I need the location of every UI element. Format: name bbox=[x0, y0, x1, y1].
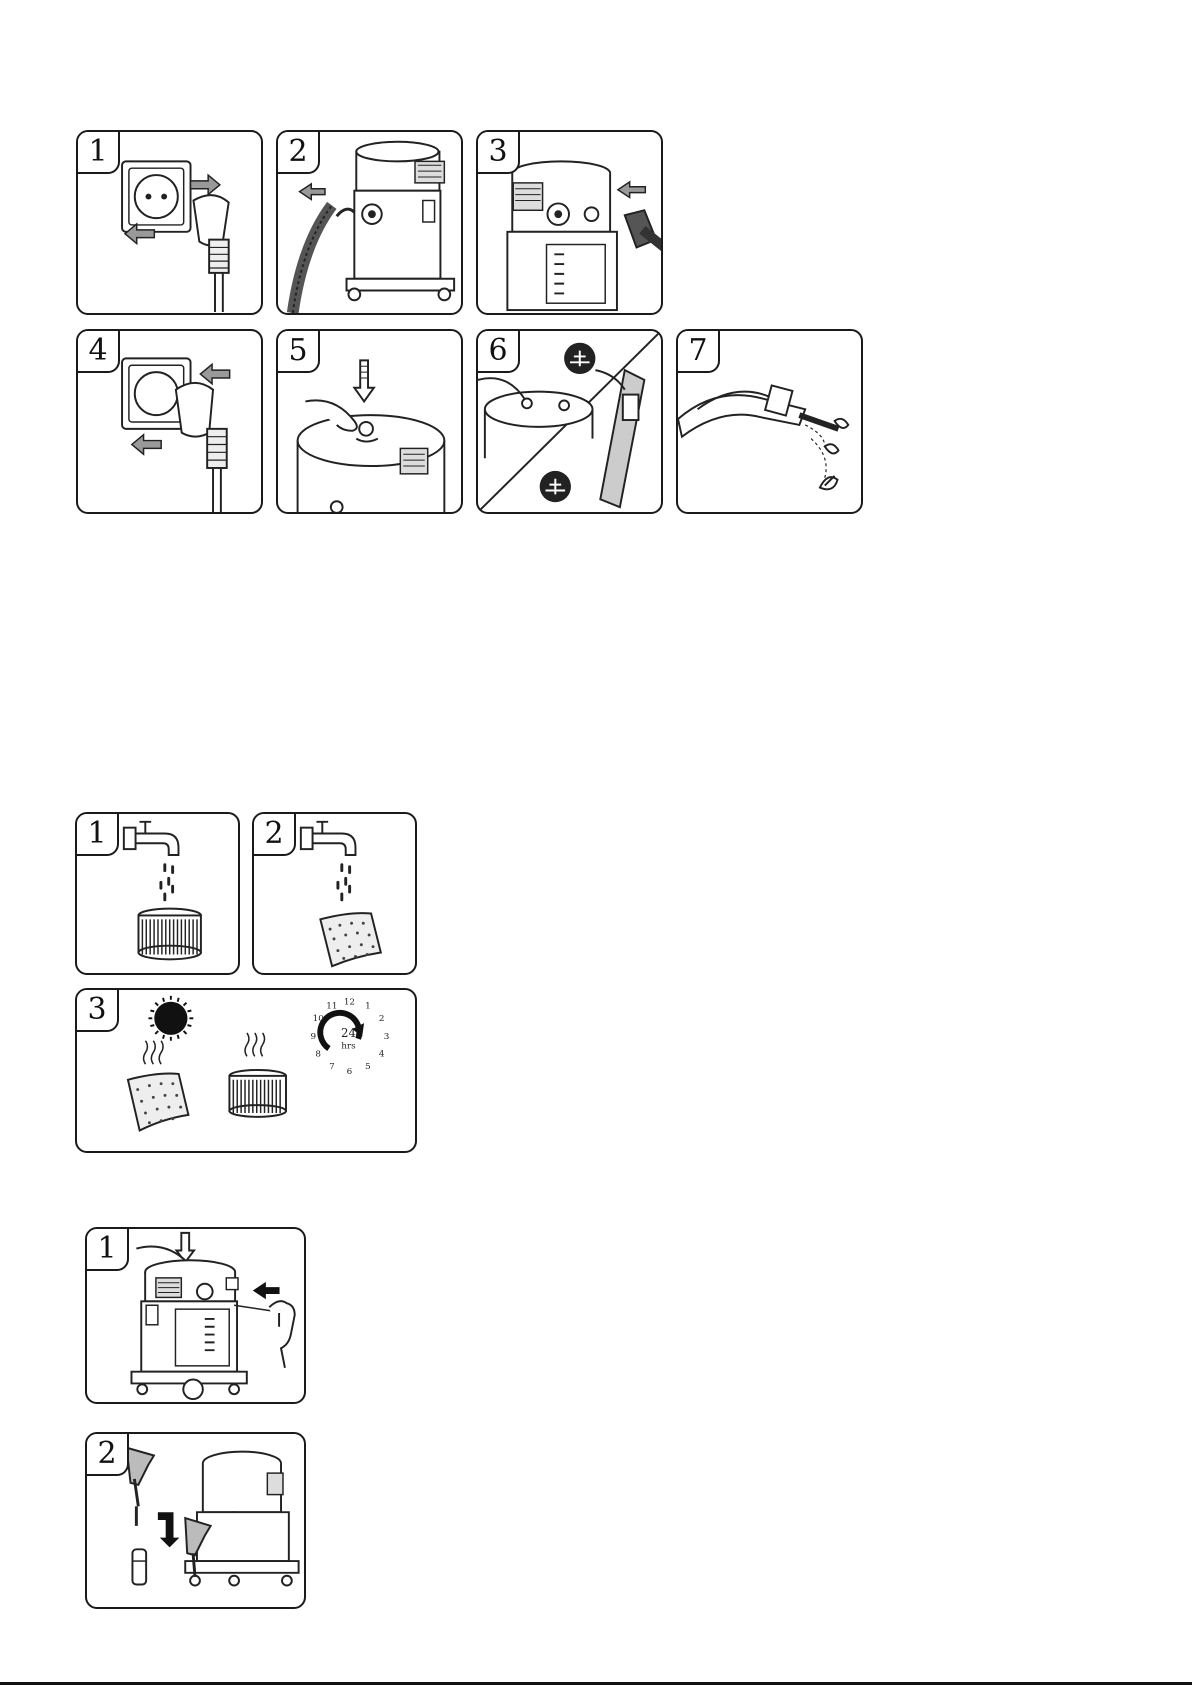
step-number: 1 bbox=[77, 814, 119, 856]
clock-center-value: 24 bbox=[341, 1026, 356, 1040]
step-panel-c1: 1 bbox=[85, 1227, 306, 1404]
step-panel-a3: 3 bbox=[476, 130, 663, 315]
step-panel-a1: 1 bbox=[76, 130, 263, 315]
step-panel-a7: 7 bbox=[676, 329, 863, 514]
clock-number: 4 bbox=[379, 1049, 385, 1059]
step-number: 4 bbox=[78, 331, 120, 373]
step-number: 3 bbox=[478, 132, 520, 174]
sun-icon bbox=[148, 996, 193, 1041]
clock-center-unit: hrs bbox=[341, 1042, 356, 1052]
clock-number: 10 bbox=[313, 1014, 324, 1024]
clock-number: 6 bbox=[347, 1067, 353, 1077]
step-number: 1 bbox=[78, 132, 120, 174]
clock-number: 12 bbox=[344, 998, 355, 1008]
step-panel-a2: 2 bbox=[276, 130, 463, 315]
clock-number: 11 bbox=[326, 1002, 337, 1012]
step-panel-a4: 4 bbox=[76, 329, 263, 514]
step-panel-b2: 2 bbox=[252, 812, 417, 975]
clock-24hrs: 12 1 2 3 4 5 6 7 8 9 10 11 24 hrs bbox=[311, 998, 390, 1077]
clock-number: 7 bbox=[329, 1062, 335, 1072]
step-number: 2 bbox=[87, 1434, 129, 1476]
clock-number: 5 bbox=[365, 1062, 371, 1072]
step-panel-a6: 6 bbox=[476, 329, 663, 514]
clock-number: 1 bbox=[365, 1002, 371, 1012]
step-number: 3 bbox=[77, 990, 119, 1032]
step-panel-a5: 5 bbox=[276, 329, 463, 514]
step-number: 5 bbox=[278, 331, 320, 373]
clock-number: 2 bbox=[379, 1014, 385, 1024]
clock-number: 9 bbox=[311, 1032, 317, 1042]
sun-dry-filters-icon: 12 1 2 3 4 5 6 7 8 9 10 11 24 hrs bbox=[77, 990, 415, 1151]
step-number: 2 bbox=[278, 132, 320, 174]
step-number: 7 bbox=[678, 331, 720, 373]
clock-number: 8 bbox=[315, 1049, 321, 1059]
step-number: 1 bbox=[87, 1229, 129, 1271]
clock-number: 3 bbox=[384, 1032, 390, 1042]
step-number: 6 bbox=[478, 331, 520, 373]
step-panel-c2: 2 bbox=[85, 1432, 306, 1609]
step-panel-b3: 3 bbox=[75, 988, 417, 1153]
step-panel-b1: 1 bbox=[75, 812, 240, 975]
step-number: 2 bbox=[254, 814, 296, 856]
